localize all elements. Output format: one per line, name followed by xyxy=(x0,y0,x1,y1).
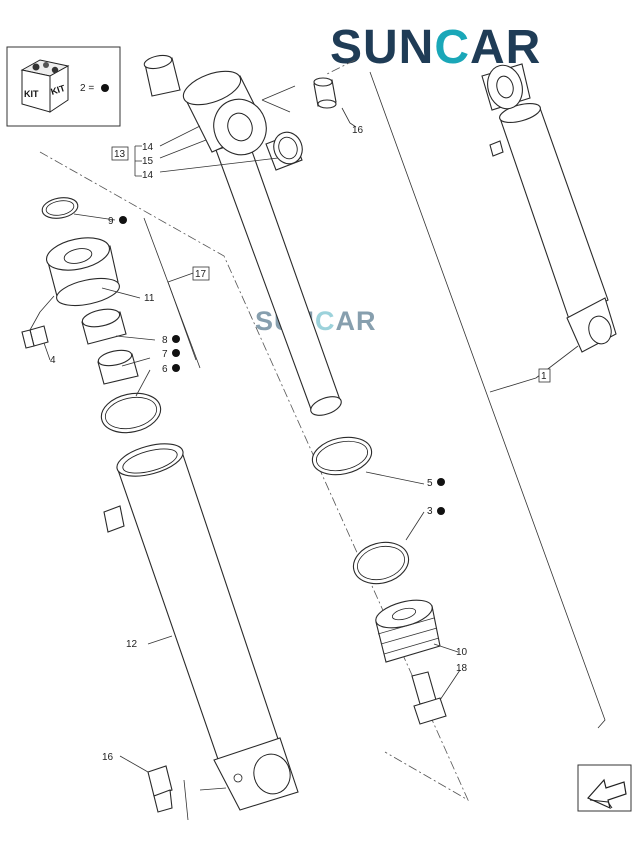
part-label-3: 3 xyxy=(427,506,433,517)
assembly-outline-left xyxy=(39,151,469,801)
bolt-18 xyxy=(411,671,447,725)
part-label-8: 8 xyxy=(162,335,168,346)
grease-fitting-top xyxy=(313,77,337,109)
label-box-13 xyxy=(111,146,129,161)
seal-8 xyxy=(81,308,127,345)
logo-letter-c: C xyxy=(434,21,470,74)
o-ring-6 xyxy=(100,392,162,434)
kit-dot-3 xyxy=(437,507,445,515)
leader-lines xyxy=(29,85,579,821)
svg-text:KIT: KIT xyxy=(50,83,67,97)
bushing-upper xyxy=(143,54,181,97)
label-box-17 xyxy=(192,266,210,281)
part-label-5: 5 xyxy=(427,478,433,489)
svg-text:SUNCAR: SUNCAR xyxy=(330,21,541,74)
kit-dot-6 xyxy=(172,364,180,372)
svg-text:KIT: KIT xyxy=(24,89,39,99)
assembled-cylinder xyxy=(481,63,617,353)
piston-10 xyxy=(375,599,441,663)
grease-fitting-bottom xyxy=(147,765,173,813)
part-label-12: 12 xyxy=(126,639,138,650)
part-label-16a: 16 xyxy=(352,125,364,136)
label-box-1 xyxy=(538,368,551,383)
kit-dot-5 xyxy=(437,478,445,486)
piston-rod xyxy=(182,70,342,416)
part-label-17: 17 xyxy=(195,269,207,280)
bushing-7 xyxy=(97,349,139,385)
part-label-4: 4 xyxy=(50,355,56,366)
watermark-suffix: AR xyxy=(336,306,377,336)
part-label-14b: 14 xyxy=(142,170,154,181)
ring-3 xyxy=(352,541,410,585)
suncar-logo: SUNCAR xyxy=(330,21,541,74)
kit-dot-9 xyxy=(119,216,127,224)
part-label-18: 18 xyxy=(456,663,468,674)
kit-legend-text: 2 = xyxy=(80,83,94,94)
part-label-15: 15 xyxy=(142,156,154,167)
kit-box-icon: KIT KIT xyxy=(20,59,70,113)
kit-dot-7 xyxy=(172,349,180,357)
bushing-lower xyxy=(265,131,303,171)
logo-text-prefix: SUN xyxy=(330,21,434,74)
part-label-1: 1 xyxy=(541,371,547,382)
assembly-outline-top xyxy=(324,59,356,76)
part-label-16b: 16 xyxy=(102,752,114,763)
part-label-10: 10 xyxy=(456,647,468,658)
gland-head-11 xyxy=(45,237,120,307)
ring-5 xyxy=(311,436,373,476)
part-label-9: 9 xyxy=(108,216,114,227)
assembly-leader-right xyxy=(369,71,606,729)
kit-dot-marker xyxy=(101,84,109,92)
cylinder-barrel-12 xyxy=(103,443,299,811)
kit-dot-8 xyxy=(172,335,180,343)
bolt-4 xyxy=(21,325,49,349)
watermark-letter-c: C xyxy=(315,306,336,336)
next-page-arrow-icon[interactable] xyxy=(577,764,632,812)
part-label-13: 13 xyxy=(114,149,126,160)
kit-legend-box: KIT KIT 2 = xyxy=(6,46,121,127)
snap-ring-9 xyxy=(41,197,79,219)
part-label-11: 11 xyxy=(144,293,155,304)
part-label-6: 6 xyxy=(162,364,168,375)
part-label-14a: 14 xyxy=(142,142,154,153)
part-label-7: 7 xyxy=(162,349,168,360)
part-labels: 1 3 4 5 6 7 8 9 10 11 12 13 14 15 14 16 … xyxy=(50,125,551,763)
